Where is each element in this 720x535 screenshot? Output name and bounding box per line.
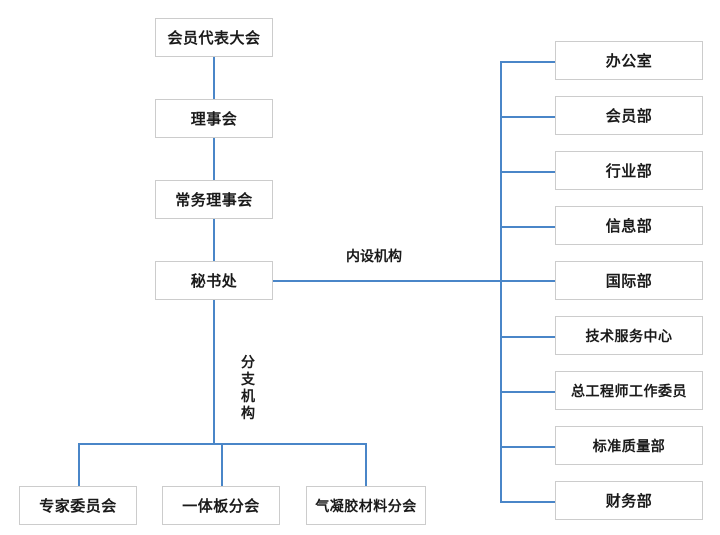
spine-connector-standing-to-secretariat <box>213 219 215 261</box>
internal-stub-8 <box>500 501 555 503</box>
internal-stub-3 <box>500 226 555 228</box>
label-internal-departments: 内设机构 <box>343 246 405 266</box>
node-label: 技术服务中心 <box>585 327 673 344</box>
node-standards-quality-dept[interactable]: 标准质量部 <box>555 426 703 465</box>
node-label: 会员部 <box>605 108 653 125</box>
node-label: 会员代表大会 <box>167 30 261 47</box>
spine-connector-secretariat-to-branches <box>213 300 215 443</box>
node-label: 气凝胶材料分会 <box>315 497 417 514</box>
node-label: 信息部 <box>605 218 653 235</box>
node-finance-dept[interactable]: 财务部 <box>555 481 703 520</box>
spine-connector-assembly-to-council <box>213 57 215 99</box>
node-standing-council[interactable]: 常务理事会 <box>155 180 273 219</box>
internal-trunk-feed <box>273 280 501 282</box>
node-label: 办公室 <box>605 53 653 70</box>
internal-stub-7 <box>500 446 555 448</box>
node-expert-committee[interactable]: 专家委员会 <box>19 486 137 525</box>
node-council[interactable]: 理事会 <box>155 99 273 138</box>
internal-stub-1 <box>500 116 555 118</box>
node-technical-service-center[interactable]: 技术服务中心 <box>555 316 703 355</box>
spine-connector-council-to-standing <box>213 138 215 180</box>
node-industry-dept[interactable]: 行业部 <box>555 151 703 190</box>
node-label: 总工程师工作委员 <box>571 382 687 399</box>
node-information-dept[interactable]: 信息部 <box>555 206 703 245</box>
node-label: 秘书处 <box>190 273 238 290</box>
node-label: 一体板分会 <box>182 498 260 515</box>
node-office[interactable]: 办公室 <box>555 41 703 80</box>
internal-stub-4 <box>500 280 555 282</box>
node-integrated-board-branch[interactable]: 一体板分会 <box>162 486 280 525</box>
node-secretariat[interactable]: 秘书处 <box>155 261 273 300</box>
node-membership-dept[interactable]: 会员部 <box>555 96 703 135</box>
node-international-dept[interactable]: 国际部 <box>555 261 703 300</box>
label-branches: 分支机构 <box>239 352 257 424</box>
node-aerogel-material-branch[interactable]: 气凝胶材料分会 <box>306 486 426 525</box>
branches-drop-2 <box>365 443 367 486</box>
internal-stub-0 <box>500 61 555 63</box>
node-label: 理事会 <box>190 111 238 128</box>
node-label: 专家委员会 <box>39 498 117 515</box>
internal-stub-6 <box>500 391 555 393</box>
internal-stub-2 <box>500 171 555 173</box>
node-label: 标准质量部 <box>592 437 666 454</box>
branches-drop-1 <box>221 443 223 486</box>
node-label: 常务理事会 <box>175 192 253 209</box>
node-label: 财务部 <box>605 493 653 510</box>
node-chief-engineer-committee[interactable]: 总工程师工作委员 <box>555 371 703 410</box>
branches-drop-0 <box>78 443 80 486</box>
node-member-assembly[interactable]: 会员代表大会 <box>155 18 273 57</box>
node-label: 国际部 <box>605 273 653 290</box>
internal-stub-5 <box>500 336 555 338</box>
node-label: 行业部 <box>605 163 653 180</box>
